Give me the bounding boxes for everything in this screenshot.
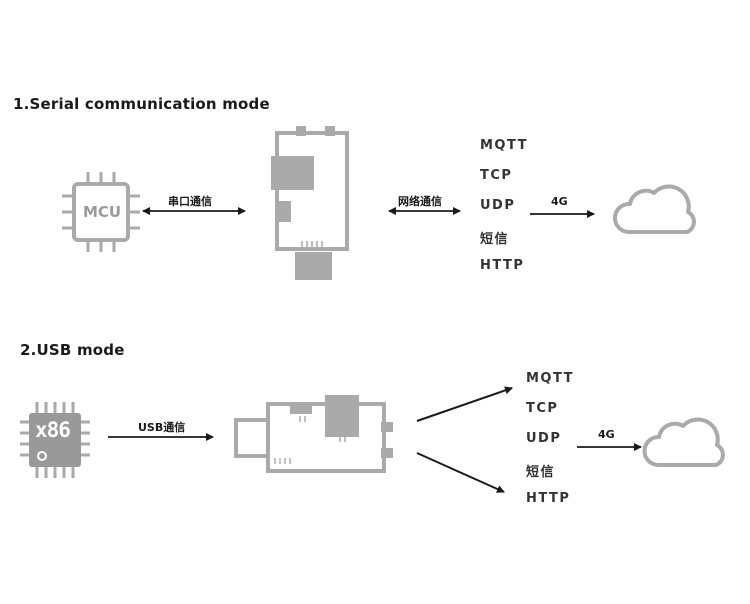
protocol-tcp-2: TCP — [526, 401, 559, 416]
upper-diverging-arrow — [416, 386, 513, 422]
section-1-title: 1.Serial communication mode — [13, 95, 270, 113]
protocol-mqtt-2: MQTT — [526, 371, 575, 386]
network-link-label: 网络通信 — [398, 195, 442, 208]
cloud-icon-1 — [612, 184, 696, 234]
protocol-sms-2: 短信 — [526, 465, 556, 480]
usb-module-board-icon — [234, 395, 393, 473]
protocol-udp-1: UDP — [480, 198, 516, 213]
protocol-mqtt-1: MQTT — [480, 138, 529, 153]
usb-link-label: USB通信 — [138, 421, 186, 434]
module-board-vertical-icon — [271, 126, 349, 280]
4g-label-1: 4G — [551, 195, 568, 208]
protocol-http-1: HTTP — [480, 258, 525, 273]
serial-link-label: 串口通信 — [168, 195, 212, 208]
mcu-chip-icon — [62, 172, 140, 252]
lower-diverging-arrow — [416, 452, 505, 493]
x86-chip-label: x86 — [35, 418, 71, 442]
protocol-tcp-1: TCP — [480, 168, 513, 183]
x86-chip-icon — [20, 402, 90, 478]
mcu-chip-label: MCU — [82, 203, 122, 221]
4g-label-2: 4G — [598, 428, 615, 441]
protocol-udp-2: UDP — [526, 431, 562, 446]
cloud-icon-2 — [642, 417, 725, 467]
section-2-title: 2.USB mode — [20, 341, 125, 359]
protocol-sms-1: 短信 — [480, 232, 510, 247]
protocol-http-2: HTTP — [526, 491, 571, 506]
